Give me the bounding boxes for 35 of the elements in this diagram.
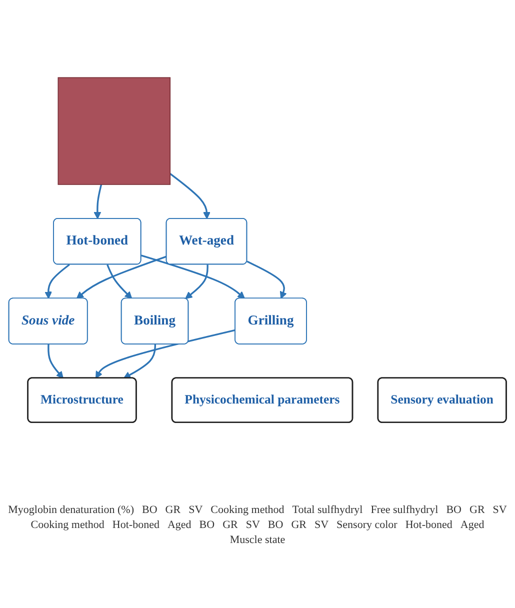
arrow	[185, 264, 208, 299]
chart-label: Aged	[460, 519, 484, 531]
chart-label: BO	[268, 519, 284, 531]
arrow	[96, 329, 236, 379]
arrow	[123, 344, 156, 379]
chart-label: Hot-boned	[112, 519, 160, 531]
chart-label: Hot-boned	[405, 519, 452, 531]
chart-label: Cooking method	[30, 519, 104, 531]
chart-label: Muscle state	[230, 534, 286, 546]
chart-label: BO	[142, 504, 158, 516]
node-box	[58, 77, 171, 185]
arrow	[141, 254, 245, 299]
chart-label: BO	[199, 519, 215, 531]
chart-label: GR	[291, 519, 306, 531]
chart-label: SV	[314, 519, 329, 531]
chart-label: GR	[165, 504, 181, 516]
arrow	[106, 264, 132, 299]
arrow	[170, 173, 210, 220]
chart-label: Sensory color	[336, 519, 398, 531]
chart-label: SV	[188, 504, 203, 516]
chart-label: Myoglobin denaturation (%)	[8, 504, 134, 516]
chart-label: Cooking method	[210, 504, 284, 516]
chart-label: Free sulfhydryl	[370, 504, 438, 516]
chart-label: BO	[446, 504, 462, 516]
arrow	[76, 256, 167, 299]
chart-label: SV	[246, 519, 260, 531]
chart-label: GR	[222, 519, 238, 531]
chart-label: SV	[492, 504, 507, 516]
chart-label: GR	[470, 504, 485, 516]
arrow	[94, 184, 102, 220]
chart-label: Total sulfhydryl	[292, 504, 363, 516]
arrow	[246, 260, 287, 299]
arrow	[44, 264, 70, 299]
chart-label: Aged	[167, 519, 192, 531]
arrow	[48, 344, 64, 379]
